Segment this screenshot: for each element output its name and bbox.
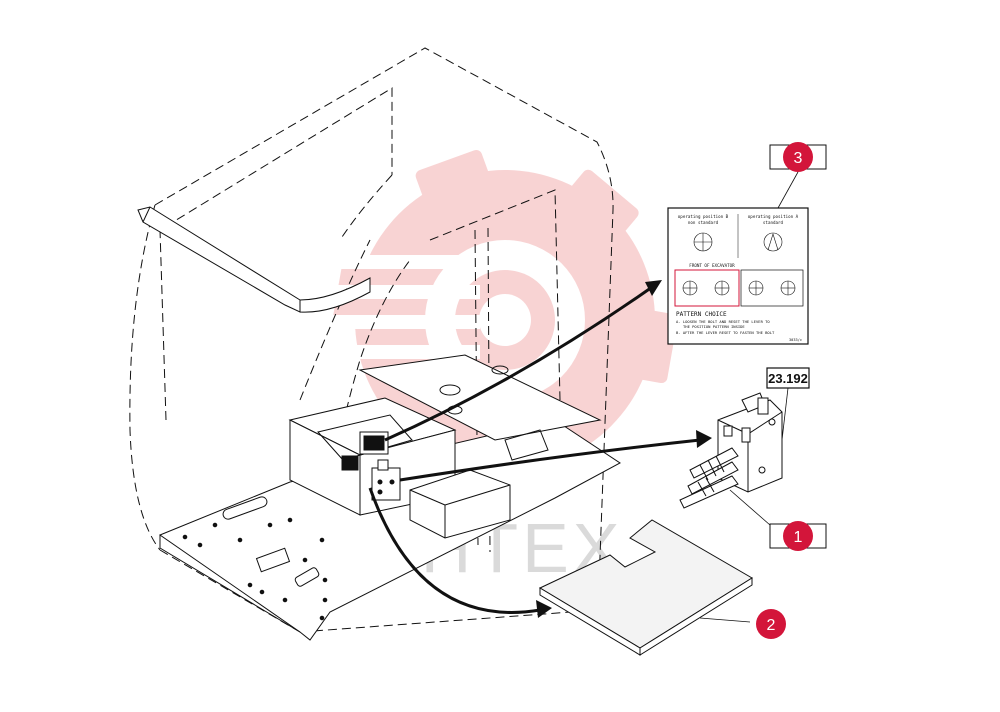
pattern-decal: operating position B non standard operat… xyxy=(667,207,809,345)
svg-text:2: 2 xyxy=(767,617,776,634)
leader-lines xyxy=(699,171,799,623)
svg-text:B. AFTER THE LEVER RESET TO FA: B. AFTER THE LEVER RESET TO FASTEN THE B… xyxy=(676,330,775,335)
valve-assembly xyxy=(679,392,783,509)
arrow-to-valve xyxy=(399,430,712,482)
svg-text:1: 1 xyxy=(794,529,803,546)
lever-position-a-icon xyxy=(763,232,783,252)
svg-text:3: 3 xyxy=(794,150,803,167)
callout-3[interactable]: 3 xyxy=(769,142,827,172)
svg-text:operating position A: operating position A xyxy=(748,214,799,219)
svg-text:3033/c: 3033/c xyxy=(789,338,802,342)
arrow-to-mat xyxy=(368,487,552,618)
svg-text:operating position B: operating position B xyxy=(678,214,729,219)
hose-fittings xyxy=(679,447,739,509)
arrow-to-decal xyxy=(384,280,662,442)
floor-plate xyxy=(158,419,621,641)
callout-1[interactable]: 1 xyxy=(769,521,827,551)
callout-2[interactable]: 2 xyxy=(756,609,786,639)
svg-text:23.192: 23.192 xyxy=(768,371,808,386)
control-box xyxy=(288,397,511,539)
reference-label: 23.192 xyxy=(766,367,810,389)
console-base xyxy=(358,354,602,461)
roof-rail xyxy=(137,206,371,313)
svg-text:non standard: non standard xyxy=(688,220,719,225)
svg-text:THE POSITION PATTERN INSIDE: THE POSITION PATTERN INSIDE xyxy=(683,324,745,329)
valve-on-console xyxy=(371,459,401,501)
svg-text:A. LOOSEN THE BOLT AND RESET T: A. LOOSEN THE BOLT AND RESET THE LEVER T… xyxy=(676,319,770,324)
control-pattern-icons xyxy=(682,280,796,296)
floor-mat xyxy=(538,519,753,656)
svg-text:PATTERN CHOICE: PATTERN CHOICE xyxy=(676,311,727,318)
lever-position-b-icon xyxy=(693,232,713,252)
svg-text:FRONT OF EXCAVATOR: FRONT OF EXCAVATOR xyxy=(689,263,735,268)
svg-text:standard: standard xyxy=(763,220,784,225)
